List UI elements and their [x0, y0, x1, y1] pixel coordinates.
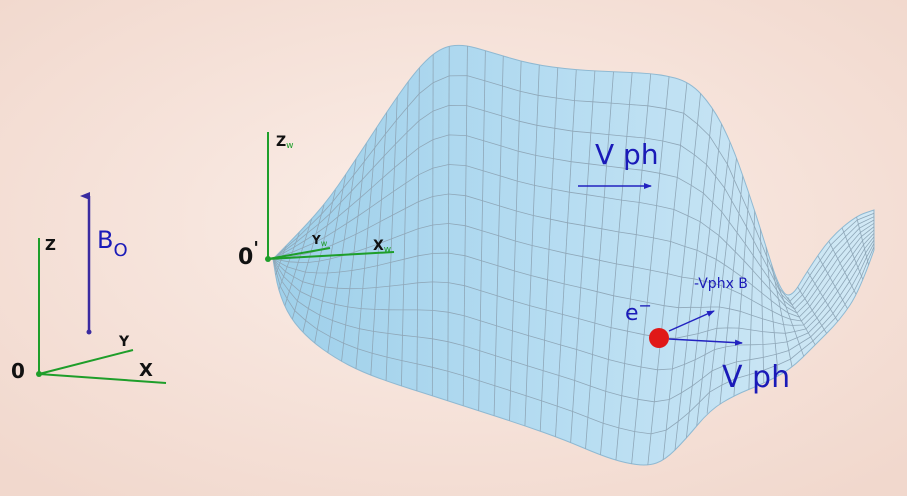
- wave-grid-line: [273, 236, 874, 339]
- wave-grid-line: [273, 193, 874, 318]
- wave-grid-line: [273, 243, 874, 403]
- electron-velocity-arrow: [668, 338, 743, 346]
- b-field-vector: BO: [80, 192, 128, 335]
- wave-grid-line: [273, 246, 874, 435]
- lab-y-label: Y: [118, 334, 130, 350]
- wave-frame-axes: 0' Zw Yw Xw: [238, 132, 395, 270]
- vph-top-label: V ph: [595, 138, 659, 171]
- lab-x-axis: [38, 373, 167, 384]
- lab-frame-axes: 0 Z Y X: [11, 236, 167, 384]
- lab-origin-dot: [36, 371, 42, 377]
- wave-grid-line: [273, 239, 874, 371]
- phase-velocity-top: V ph: [578, 138, 659, 189]
- wave-x-axis: [267, 251, 395, 260]
- wave-z-symbol: Z: [276, 134, 286, 150]
- wave-x-subscript: w: [384, 245, 391, 255]
- b-field-symbol: B: [97, 226, 113, 254]
- lab-z-label: Z: [45, 236, 56, 254]
- wave-z-label: Zw: [276, 134, 294, 151]
- wave-y-label: Yw: [311, 233, 328, 248]
- lab-origin-label: 0: [11, 359, 25, 383]
- b-field-base-dot: [86, 329, 92, 335]
- wave-grid-line: [273, 223, 874, 322]
- electron-symbol: e: [625, 301, 639, 326]
- electron-group: -Vphx B e− V ph: [625, 276, 790, 395]
- wave-grid-line: [273, 134, 874, 310]
- wave-origin-label: 0': [238, 238, 259, 270]
- electron-dot: [649, 328, 669, 348]
- wave-x-label: Xw: [373, 238, 391, 255]
- b-field-label: BO: [97, 226, 128, 261]
- force-label: -Vphx B: [694, 276, 748, 292]
- wave-grid-line: [273, 233, 874, 326]
- b-field-subscript: O: [113, 240, 127, 261]
- lab-x-label: X: [139, 360, 153, 381]
- wave-surface: [272, 44, 875, 466]
- wave-grid-line: [273, 75, 874, 302]
- force-arrow: [668, 310, 715, 332]
- wave-z-subscript: w: [286, 141, 293, 151]
- wave-y-subscript: w: [321, 239, 328, 248]
- wave-grid: [273, 45, 874, 465]
- wave-y-axis: [267, 247, 331, 260]
- wave-y-symbol: Y: [311, 233, 321, 247]
- electron-label: e−: [625, 296, 652, 326]
- wave-origin-symbol: 0: [238, 245, 253, 270]
- electron-charge: −: [639, 296, 652, 315]
- wave-origin-dot: [265, 256, 271, 262]
- wave-x-symbol: X: [373, 238, 384, 254]
- lab-y-axis: [38, 349, 134, 375]
- vph-bottom-label: V ph: [722, 360, 790, 395]
- wave-grid-line: [273, 164, 874, 314]
- wave-origin-prime: ': [253, 238, 259, 259]
- wave-grid-line: [273, 104, 874, 306]
